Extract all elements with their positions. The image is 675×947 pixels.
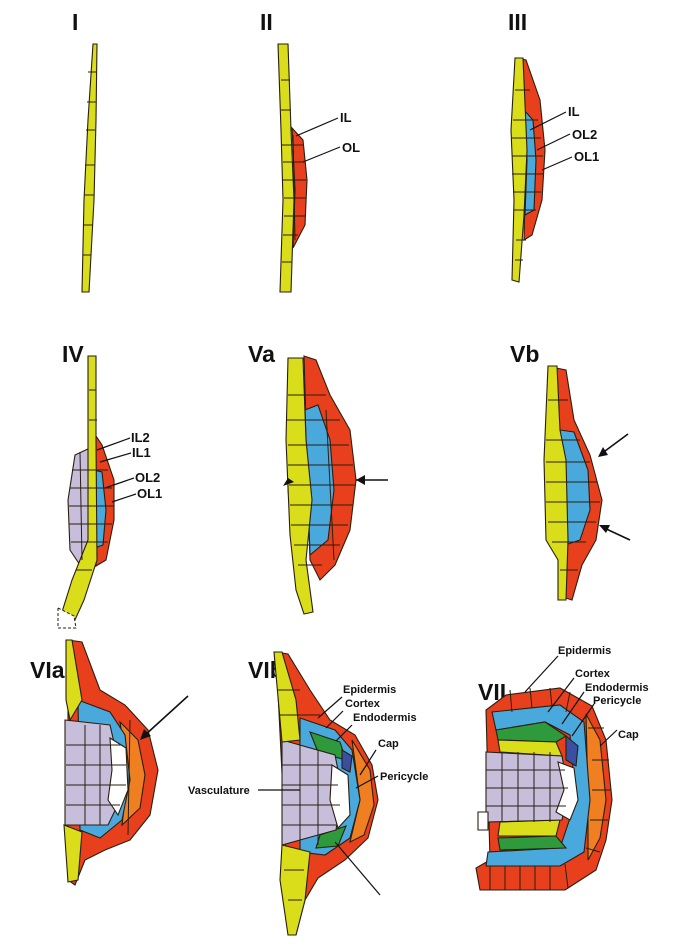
- stage-vii-label-cortex: Cortex: [575, 668, 611, 680]
- stage-vii-epidermis-leader: [525, 656, 558, 692]
- stage-ii-pericycle-strip: [278, 44, 294, 292]
- stage-va-arrowhead-outer: [356, 475, 365, 485]
- stage-va-label: Va: [248, 341, 275, 367]
- stage-iii-label-ol2: OL2: [572, 127, 597, 142]
- stage-iii-diagram: III IL OL2 OL1: [508, 9, 599, 282]
- stage-iv-label-ol2: OL2: [135, 470, 160, 485]
- stage-ii-ol-leader: [303, 147, 340, 162]
- stage-iv-label-il2: IL2: [131, 430, 150, 445]
- stage-iii-label: III: [508, 9, 527, 35]
- stage-va-diagram: Va: [248, 341, 388, 614]
- stage-vb-arrowhead-top: [598, 447, 608, 457]
- stage-vb-label: Vb: [510, 341, 539, 367]
- stage-iii-pericycle-strip: [511, 58, 527, 282]
- stage-via-label: VIa: [30, 657, 65, 683]
- stage-vii-label-cap: Cap: [618, 729, 639, 741]
- stage-via-arrow: [144, 696, 188, 736]
- stage-via-diagram: VIa: [30, 640, 188, 885]
- stage-ii-label: II: [260, 9, 273, 35]
- stage-vib-label-cortex: Cortex: [345, 698, 381, 710]
- stage-vii-label-epidermis: Epidermis: [558, 645, 611, 657]
- stage-ii-label-ol: OL: [342, 140, 360, 155]
- stage-iii-label-il: IL: [568, 104, 580, 119]
- stage-vib-label-cap: Cap: [378, 738, 399, 750]
- stage-i-diagram: I: [72, 9, 97, 292]
- stage-vib-label-epidermis: Epidermis: [343, 684, 396, 696]
- stage-vib-label-vasculature: Vasculature: [188, 785, 250, 797]
- stage-vii-diagram: VII Epidermis Cortex Endoderm: [476, 645, 649, 890]
- stage-vib-label-endodermis: Endodermis: [353, 712, 417, 724]
- stage-ii-label-il: IL: [340, 110, 352, 125]
- stage-iv-ol1-leader: [112, 494, 136, 502]
- stage-vii-label-pericycle: Pericycle: [593, 695, 641, 707]
- stage-vii-label-endodermis: Endodermis: [585, 682, 649, 694]
- stage-vb-diagram: Vb: [510, 341, 630, 600]
- stage-vib-bottom-pointer: [335, 842, 380, 895]
- stage-iv-diagram: IV IL2 IL1 OL2 OL1: [58, 341, 162, 628]
- stage-iv-label: IV: [62, 341, 84, 367]
- stage-iv-label-ol1: OL1: [137, 486, 162, 501]
- stage-ii-diagram: II IL OL: [260, 9, 360, 292]
- stage-vb-arrowhead-bottom: [599, 525, 610, 533]
- stage-ii-il-leader: [296, 118, 338, 136]
- stage-iii-ol1-leader: [542, 157, 572, 170]
- stage-vib-diagram: VIb Epidermis Cortex Endodermis Cap Peri…: [188, 652, 428, 935]
- stage-iii-label-ol1: OL1: [574, 149, 599, 164]
- stage-iv-label-il1: IL1: [132, 445, 151, 460]
- stage-vib-label-pericycle: Pericycle: [380, 771, 428, 783]
- stage-i-label: I: [72, 9, 78, 35]
